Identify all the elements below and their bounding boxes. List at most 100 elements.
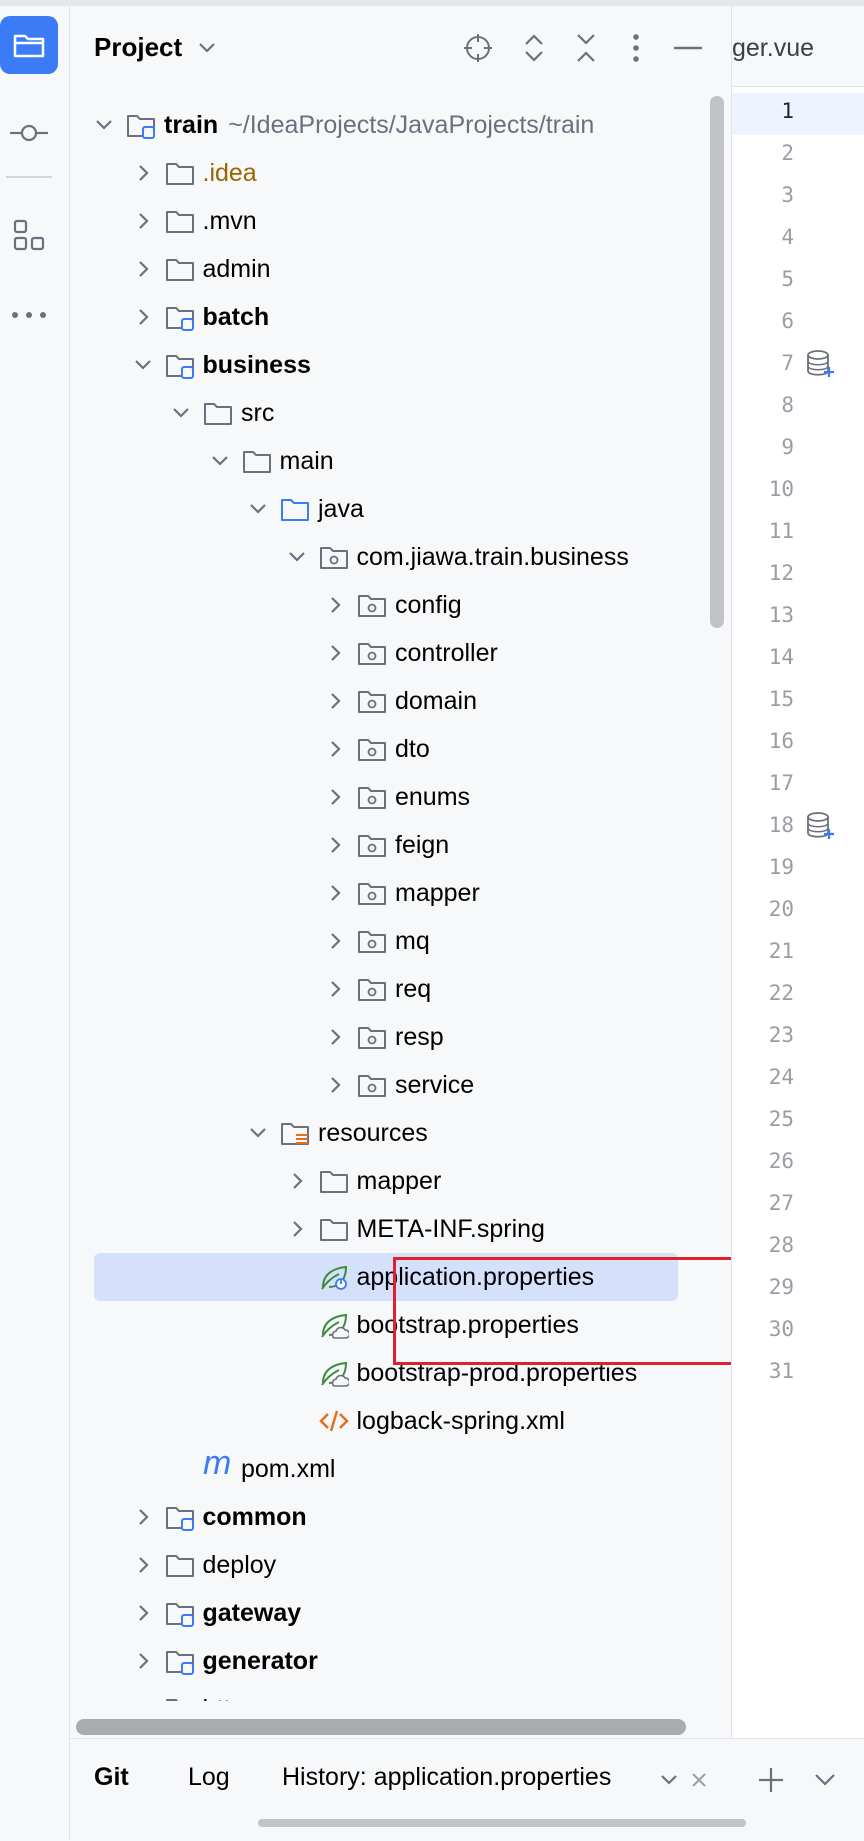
line-number: 29 <box>768 1275 794 1299</box>
tab-dropdown-button[interactable] <box>654 1765 684 1795</box>
tree-row[interactable]: domain <box>70 677 731 725</box>
tree-row[interactable]: enums <box>70 773 731 821</box>
chevron-right-icon[interactable] <box>285 1217 309 1241</box>
tree-row[interactable]: mq <box>70 917 731 965</box>
chevron-down-icon[interactable] <box>198 42 216 54</box>
tree-row[interactable]: resp <box>70 1013 731 1061</box>
database-icon[interactable] <box>805 349 835 379</box>
tree-row[interactable]: .mvn <box>70 197 731 245</box>
tree-row[interactable]: controller <box>70 629 731 677</box>
tree-row[interactable]: feign <box>70 821 731 869</box>
new-tab-button[interactable] <box>756 1765 786 1795</box>
bottom-scrollbar[interactable] <box>258 1819 746 1827</box>
expand-all-button[interactable] <box>514 28 554 68</box>
structure-icon <box>13 219 45 251</box>
chevron-down-icon[interactable] <box>285 545 309 569</box>
chevron-right-icon[interactable] <box>323 593 347 617</box>
chevron-right-icon[interactable] <box>323 641 347 665</box>
chevron-right-icon[interactable] <box>131 1505 155 1529</box>
chevron-right-icon[interactable] <box>323 881 347 905</box>
tree-row[interactable]: generator <box>70 1637 731 1685</box>
tree-row[interactable]: service <box>70 1061 731 1109</box>
tree-row[interactable]: deploy <box>70 1541 731 1589</box>
panel-title[interactable]: Project <box>94 32 183 62</box>
chevron-right-icon[interactable] <box>323 785 347 809</box>
tree-row[interactable]: business <box>70 341 731 389</box>
locate-button[interactable] <box>458 28 498 68</box>
chevron-down-icon[interactable] <box>208 449 232 473</box>
chevron-down-icon[interactable] <box>246 1121 270 1145</box>
chevron-right-icon[interactable] <box>131 1553 155 1577</box>
chevron-right-icon[interactable] <box>131 305 155 329</box>
chevron-right-icon[interactable] <box>323 833 347 857</box>
module-folder-icon <box>165 1603 194 1627</box>
chevron-right-icon[interactable] <box>131 209 155 233</box>
chevron-right-icon[interactable] <box>323 737 347 761</box>
chevron-down-icon[interactable] <box>131 353 155 377</box>
tree-vertical-scrollbar[interactable] <box>710 96 724 628</box>
tree-row[interactable]: logback-spring.xml <box>70 1397 731 1445</box>
chevron-right-icon[interactable] <box>323 929 347 953</box>
tree-item-label: enums <box>395 783 471 811</box>
tree-row[interactable]: admin <box>70 245 731 293</box>
options-button[interactable] <box>616 28 656 68</box>
tree-row[interactable]: req <box>70 965 731 1013</box>
editor-tab[interactable]: ger.vue <box>732 6 864 87</box>
chevron-down-icon[interactable] <box>169 401 193 425</box>
chevron-right-icon[interactable] <box>131 1601 155 1625</box>
structure-tool-button[interactable] <box>0 206 58 264</box>
tree-row[interactable]: .idea <box>70 149 731 197</box>
tree-row[interactable]: src <box>70 389 731 437</box>
database-icon[interactable] <box>805 811 835 841</box>
tree-horizontal-scrollbar[interactable] <box>76 1719 686 1735</box>
tree-item-label: mapper <box>356 1167 442 1195</box>
chevron-right-icon[interactable] <box>323 689 347 713</box>
more-tools-button[interactable] <box>0 286 58 344</box>
chevron-right-icon[interactable] <box>323 1025 347 1049</box>
tab-history[interactable]: History: application.properties <box>282 1763 612 1791</box>
tree-row[interactable]: java <box>70 485 731 533</box>
tree-row[interactable]: config <box>70 581 731 629</box>
tree-row[interactable]: http <box>70 1685 731 1701</box>
tree-row[interactable]: mapper <box>70 869 731 917</box>
chevron-right-icon[interactable] <box>323 1073 347 1097</box>
tree-item-label: http <box>203 1695 245 1701</box>
project-tool-button[interactable] <box>0 16 58 74</box>
folder-icon <box>165 1555 194 1577</box>
expand-all-icon <box>525 34 543 62</box>
folder-icon <box>242 451 271 473</box>
tree-row[interactable]: main <box>70 437 731 485</box>
package-icon <box>358 1075 386 1097</box>
chevron-down-icon[interactable] <box>246 497 270 521</box>
tree-row[interactable]: application.properties <box>70 1253 731 1301</box>
chevron-right-icon[interactable] <box>323 977 347 1001</box>
close-tab-button[interactable] <box>684 1765 714 1795</box>
line-number: 18 <box>768 813 794 837</box>
tree-row[interactable]: com.jiawa.train.business <box>70 533 731 581</box>
commit-tool-button[interactable] <box>0 104 58 162</box>
collapse-all-button[interactable] <box>566 28 606 68</box>
tab-git[interactable]: Git <box>94 1763 129 1791</box>
tree-row[interactable]: train~/IdeaProjects/JavaProjects/train <box>70 101 731 149</box>
tree-row[interactable]: batch <box>70 293 731 341</box>
bottom-options-button[interactable] <box>810 1765 840 1795</box>
chevron-down-icon[interactable] <box>92 113 116 137</box>
tree-item-label: controller <box>395 639 498 667</box>
chevron-right-icon[interactable] <box>131 161 155 185</box>
tree-row[interactable]: common <box>70 1493 731 1541</box>
chevron-right-icon[interactable] <box>131 1649 155 1673</box>
chevron-right-icon[interactable] <box>285 1169 309 1193</box>
line-number: 21 <box>768 939 794 963</box>
tab-log[interactable]: Log <box>188 1763 230 1791</box>
tree-row[interactable]: gateway <box>70 1589 731 1637</box>
chevron-right-icon[interactable] <box>131 257 155 281</box>
tree-row[interactable]: mapper <box>70 1157 731 1205</box>
tree-row[interactable]: META-INF.spring <box>70 1205 731 1253</box>
chevron-right-icon[interactable] <box>131 1697 155 1701</box>
hide-panel-button[interactable] <box>668 28 708 68</box>
tree-row[interactable]: dto <box>70 725 731 773</box>
tree-row[interactable]: resources <box>70 1109 731 1157</box>
module-folder-icon <box>165 307 194 331</box>
